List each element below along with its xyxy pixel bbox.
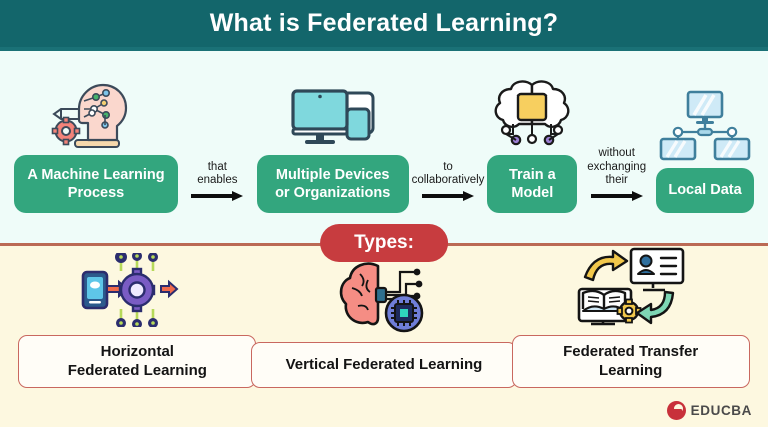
arrow-right-icon [191, 191, 244, 201]
type-item-2: Vertical Federated Learning [250, 256, 517, 388]
flow-connector-1: that enables [178, 161, 257, 213]
flow-step-3-label: Train a Model [487, 155, 578, 213]
educba-logo[interactable]: EDUCBA [666, 401, 752, 420]
brain-chip-network-icon [487, 77, 577, 149]
educba-logo-text: EDUCBA [690, 403, 752, 418]
type-item-3: Federated Transfer Learning [511, 248, 750, 388]
devices-monitor-phone-icon [285, 77, 381, 149]
flow-connector-1-label: that enables [197, 160, 238, 186]
knowledge-transfer-icon [573, 248, 689, 327]
header-underline [0, 47, 768, 51]
type-item-1-label: Horizontal Federated Learning [18, 335, 257, 388]
types-row: Horizontal Federated Learning [0, 246, 768, 396]
educba-e-icon [666, 401, 686, 420]
flow-connector-3: without exchanging their [577, 147, 656, 213]
ai-head-gear-icon [48, 77, 144, 149]
type-item-2-label: Vertical Federated Learning [250, 342, 517, 388]
flow-step-2-label: Multiple Devices or Organizations [256, 155, 409, 213]
flow-row: A Machine Learning Process that enables [0, 51, 768, 243]
header-bar: What is Federated Learning? [0, 0, 768, 47]
type-item-3-label: Federated Transfer Learning [511, 335, 750, 388]
flow-step-1: A Machine Learning Process [14, 77, 178, 213]
flow-step-1-label: A Machine Learning Process [14, 155, 178, 213]
types-section: Horizontal Federated Learning [0, 246, 768, 427]
phone-gear-network-icon [77, 249, 197, 328]
flow-step-4-label: Local Data [656, 168, 755, 213]
flow-step-2: Multiple Devices or Organizations [256, 77, 409, 213]
arrow-right-icon [590, 191, 643, 201]
flow-step-3: Train a Model [487, 77, 578, 213]
flow-connector-2: to collaboratively [409, 161, 488, 213]
flow-connector-2-label: to collaboratively [411, 160, 485, 186]
flow-step-4: Local Data [656, 90, 755, 213]
flow-section: A Machine Learning Process that enables [0, 51, 768, 243]
type-item-1: Horizontal Federated Learning [18, 249, 257, 388]
page-title: What is Federated Learning? [209, 9, 559, 37]
networked-computers-icon [658, 90, 752, 162]
flow-connector-3-label: without exchanging their [587, 147, 647, 186]
brain-circuit-chip-icon [328, 256, 440, 334]
types-badge: Types: [320, 224, 448, 262]
arrow-right-icon [422, 191, 474, 201]
